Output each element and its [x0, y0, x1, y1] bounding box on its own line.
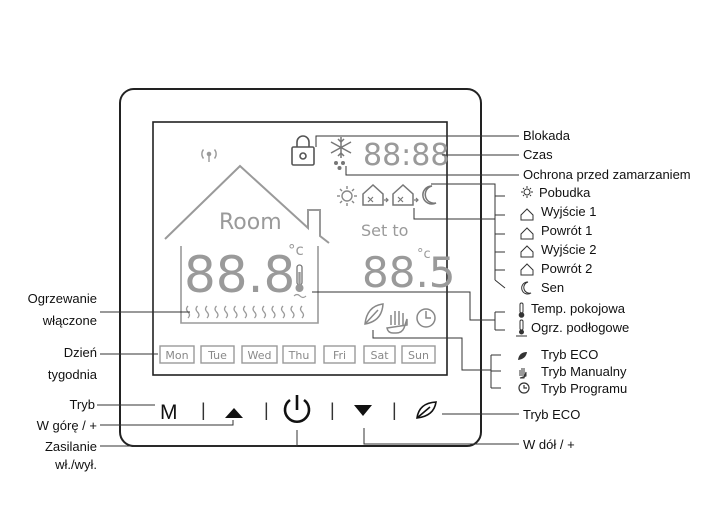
leave1-house-icon [520, 208, 534, 221]
moon-icon [422, 185, 437, 205]
heat-wave-mark [204, 305, 210, 319]
heat-wave-mark [223, 305, 229, 319]
floor-heat-thermo-icon [516, 319, 527, 337]
room-box [180, 246, 319, 324]
label-frost: Ochrona przed zamarzaniem [523, 167, 691, 182]
label-floor-heat: Ogrz. podłogowe [531, 320, 630, 335]
heat-wave-mark [290, 305, 295, 319]
label-power-line2: wł./wył. [55, 457, 97, 472]
thermometer-icon [293, 264, 307, 299]
day-label-thu: Thu [288, 349, 310, 362]
hand-icon [386, 311, 408, 334]
label-eco-button: Tryb ECO [523, 407, 581, 422]
label-time: Czas [523, 147, 553, 162]
label-wake: Pobudka [539, 185, 591, 200]
signal-icon [201, 149, 217, 162]
label-mode: Tryb [69, 397, 95, 412]
room-temp-digits: 88.8 [184, 246, 295, 304]
label-heating-line2: włączone [42, 313, 97, 328]
label-return2: Powrót 2 [541, 261, 593, 276]
day-of-week-row: Mon Tue Wed Thu Fri Sat Sun [159, 345, 436, 364]
label-heating-line1: Ogrzewanie [27, 291, 97, 306]
day-box [363, 345, 396, 364]
heat-wave-mark [242, 305, 248, 319]
day-box [200, 345, 235, 364]
day-box [401, 345, 436, 364]
day-box [282, 345, 316, 364]
mode-button[interactable]: M [160, 401, 178, 424]
house-leave2-icon [392, 183, 419, 206]
day-label-mon: Mon [165, 349, 188, 362]
wake-sun-icon [521, 186, 533, 198]
heating-indicator [185, 305, 305, 319]
snowflake-icon [330, 137, 352, 158]
room-celsius: °c [288, 241, 304, 259]
day-label-fri: Fri [333, 349, 346, 362]
label-lock: Blokada [523, 128, 570, 143]
down-arrow-button[interactable] [354, 405, 372, 416]
eco-small-icon [518, 352, 527, 360]
heat-wave-mark [271, 305, 276, 319]
manual-hand-small-icon [519, 368, 527, 379]
heat-wave-mark [299, 305, 305, 319]
program-clock-small-icon [518, 382, 530, 394]
room-label: Room [219, 210, 282, 235]
label-leave2: Wyjście 2 [541, 242, 597, 257]
program-clock-icon [416, 308, 436, 328]
heat-wave-mark [195, 305, 200, 319]
power-button[interactable] [283, 395, 311, 423]
day-box [323, 345, 356, 364]
separator: | [392, 400, 397, 420]
day-label-sat: Sat [370, 349, 389, 362]
sleep-moon-icon [521, 281, 532, 295]
up-arrow-button[interactable] [225, 408, 243, 418]
leave2-house-icon [520, 245, 534, 258]
day-box [241, 345, 278, 364]
label-up: W górę / + [36, 418, 97, 433]
set-temp-digits: 88.5 [362, 248, 456, 297]
day-label-wed: Wed [248, 349, 272, 362]
separator: | [264, 400, 269, 420]
heat-wave-mark [280, 305, 286, 319]
label-eco-mode: Tryb ECO [541, 347, 599, 362]
set-to-label: Set to [361, 221, 408, 240]
label-room-temp: Temp. pokojowa [531, 301, 625, 316]
label-day-line1: Dzień [63, 345, 97, 360]
set-celsius: °c [417, 247, 431, 262]
house-outline [164, 164, 330, 244]
label-manual-mode: Tryb Manualny [541, 364, 627, 379]
lock-icon [291, 135, 315, 166]
heat-wave-mark [261, 305, 267, 319]
heat-wave-mark [252, 305, 257, 319]
sun-icon [337, 186, 357, 206]
house-leave1-icon [362, 183, 389, 206]
day-box [159, 345, 195, 364]
separator: | [330, 400, 335, 420]
separator: | [201, 400, 206, 420]
label-leave1: Wyjście 1 [541, 204, 597, 219]
day-label-tue: Tue [207, 349, 227, 362]
label-return1: Powrót 1 [541, 223, 593, 238]
day-label-sun: Sun [408, 349, 429, 362]
label-power-line1: Zasilanie [44, 439, 97, 454]
frost-drops-icon [334, 161, 345, 170]
label-down: W dół / + [523, 437, 575, 452]
label-day-line2: tygodnia [47, 367, 97, 382]
heat-wave-mark [214, 305, 219, 319]
room-temp-thermo-icon [518, 302, 525, 318]
clock-digits: 88:88 [363, 138, 449, 173]
eco-leaf-icon [364, 303, 384, 325]
return1-house-icon [520, 227, 534, 240]
heat-wave-mark [233, 305, 238, 319]
return2-house-icon [520, 263, 534, 276]
label-program-mode: Tryb Programu [541, 381, 628, 396]
leader-lines [97, 135, 519, 447]
eco-leaf-button[interactable] [416, 401, 437, 419]
label-sleep: Sen [541, 280, 565, 295]
